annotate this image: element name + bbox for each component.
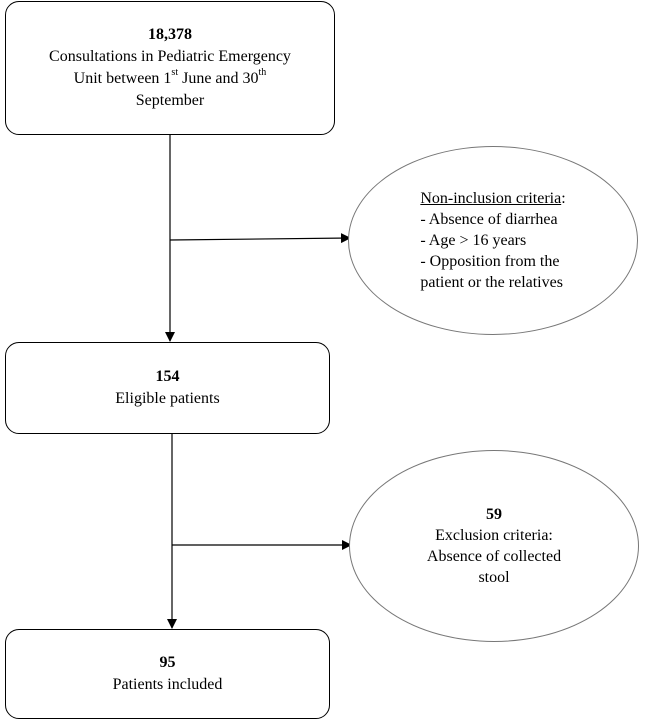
non-inclusion-item: - Absence of diarrhea [420, 211, 558, 228]
included-label: Patients included [112, 676, 223, 693]
non-inclusion-ellipse: Non-inclusion criteria: - Absence of dia… [348, 146, 638, 335]
exclusion-count: 59 [486, 506, 502, 523]
non-inclusion-item: - Opposition from the [420, 253, 560, 270]
exclusion-label-line1: Exclusion criteria: [435, 527, 553, 544]
non-inclusion-item: - Age > 16 years [420, 232, 527, 249]
non-inclusion-title: Non-inclusion criteria: [420, 190, 566, 207]
consultations-box: 18,378 Consultations in Pediatric Emerge… [5, 1, 335, 135]
eligible-label: Eligible patients [115, 390, 220, 407]
exclusion-label-line3: stool [478, 569, 510, 586]
exclusion-label-line2: Absence of collected [426, 548, 562, 565]
consultations-label-line2: Unit between 1st June and 30th [73, 67, 267, 88]
non-inclusion-item: patient or the relatives [420, 274, 563, 291]
exclusion-ellipse: 59 Exclusion criteria: Absence of collec… [349, 450, 639, 642]
consultations-label-line1: Consultations in Pediatric Emergency [49, 48, 291, 65]
arrow-to-non-inclusion [169, 233, 351, 244]
consultations-count: 18,378 [148, 26, 192, 43]
eligible-patients-box: 154 Eligible patients [5, 342, 330, 434]
patients-included-box: 95 Patients included [5, 629, 330, 719]
eligible-count: 154 [155, 368, 180, 385]
included-count: 95 [159, 654, 176, 671]
consultations-label-line3: September [135, 92, 205, 109]
